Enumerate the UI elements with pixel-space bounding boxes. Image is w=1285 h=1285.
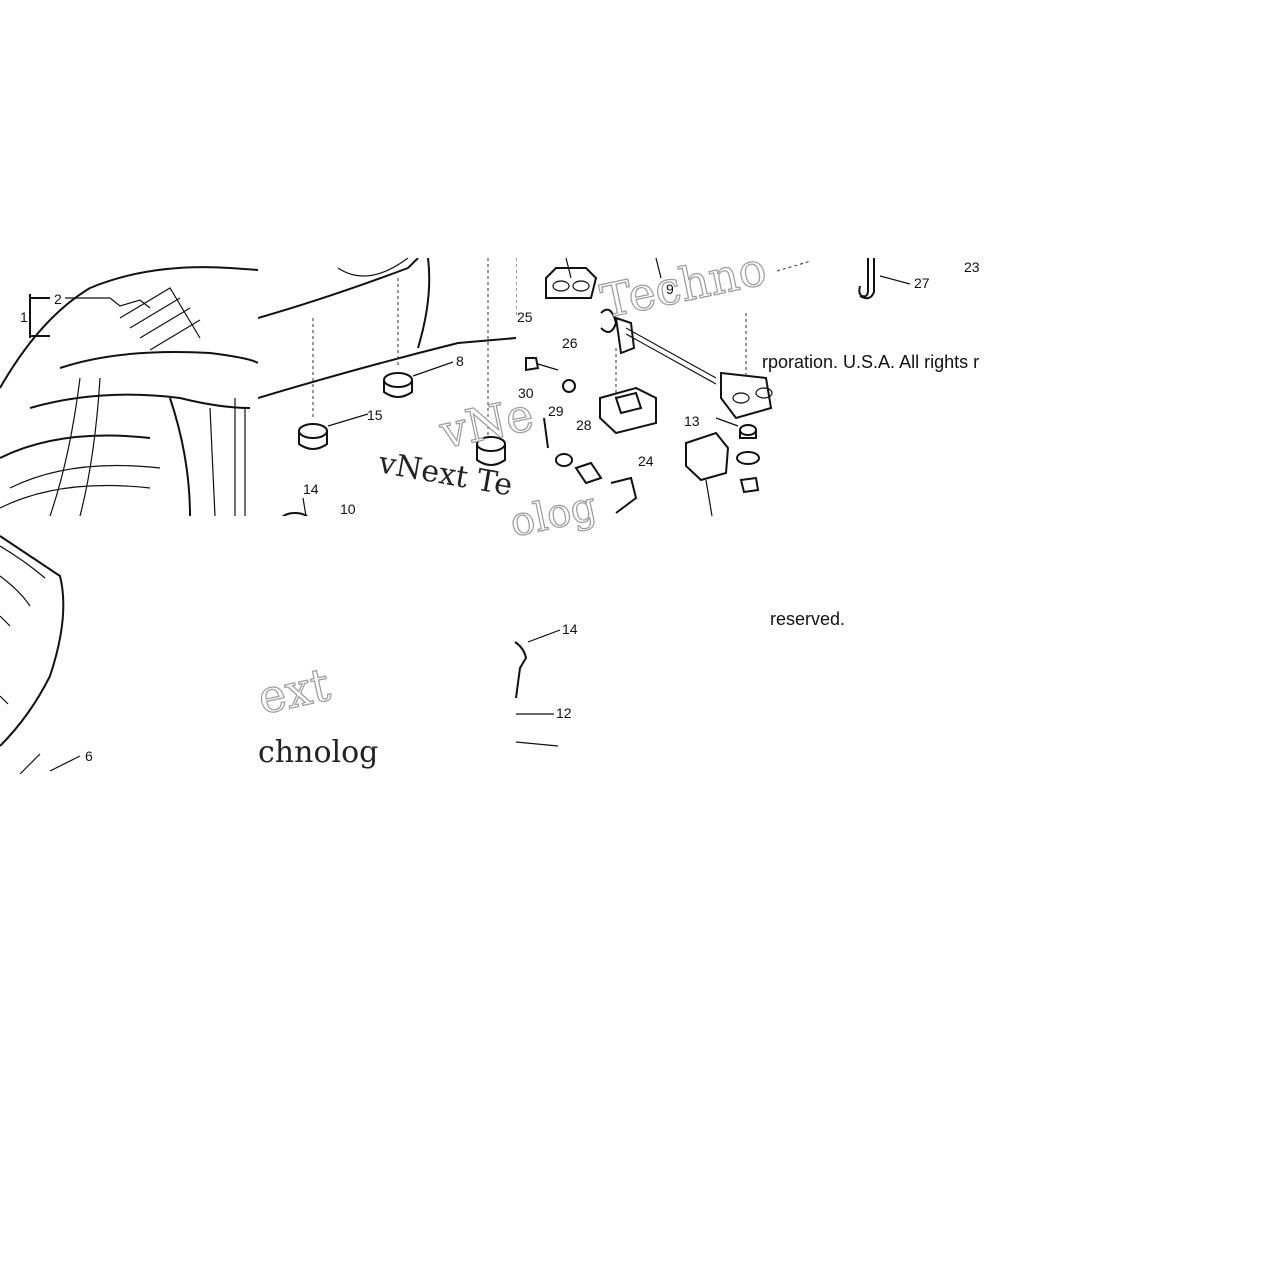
mounts-panel: 8 15 14 10	[258, 258, 516, 516]
lock-mechanism-panel: 25 26 9 30 29 28 24 13	[516, 258, 774, 516]
callout-28: 28	[576, 417, 592, 433]
seat-lower-drawing	[0, 535, 81, 774]
callout-8: 8	[456, 353, 464, 369]
seat-drawing	[0, 266, 258, 516]
seat-panel: 1 2	[0, 258, 258, 516]
callout-6: 6	[85, 748, 93, 764]
bracket-drawing	[514, 629, 561, 747]
leader-line-top	[776, 260, 812, 272]
callout-9: 9	[666, 281, 674, 297]
copyright-line-2: reserved.	[770, 609, 846, 629]
callout-26: 26	[562, 335, 578, 351]
callout-15: 15	[367, 407, 383, 423]
callout-13: 13	[684, 413, 700, 429]
callout-1: 1	[20, 309, 28, 325]
callout-2: 2	[54, 291, 62, 307]
watermark-text: chnolog	[258, 735, 379, 770]
seat-lower-panel: 6	[0, 516, 258, 774]
callout-25: 25	[517, 309, 533, 325]
callout-14-bottom: 14	[562, 621, 578, 637]
callout-30: 30	[518, 385, 534, 401]
callout-10: 10	[340, 501, 356, 516]
lock-drawing	[516, 258, 773, 516]
callout-23: 23	[964, 259, 980, 275]
bracket-panel: 14 12	[510, 618, 600, 758]
callout-29: 29	[548, 403, 564, 419]
callout-24: 24	[638, 453, 654, 469]
callout-27: 27	[914, 275, 930, 291]
callout-14-top: 14	[303, 481, 319, 497]
copyright-line-1: rporation. U.S.A. All rights r	[762, 352, 980, 372]
callout-12: 12	[556, 705, 572, 721]
hook-part	[858, 258, 911, 300]
watermark-text: ext	[253, 657, 336, 726]
mounts-drawing	[258, 258, 516, 516]
